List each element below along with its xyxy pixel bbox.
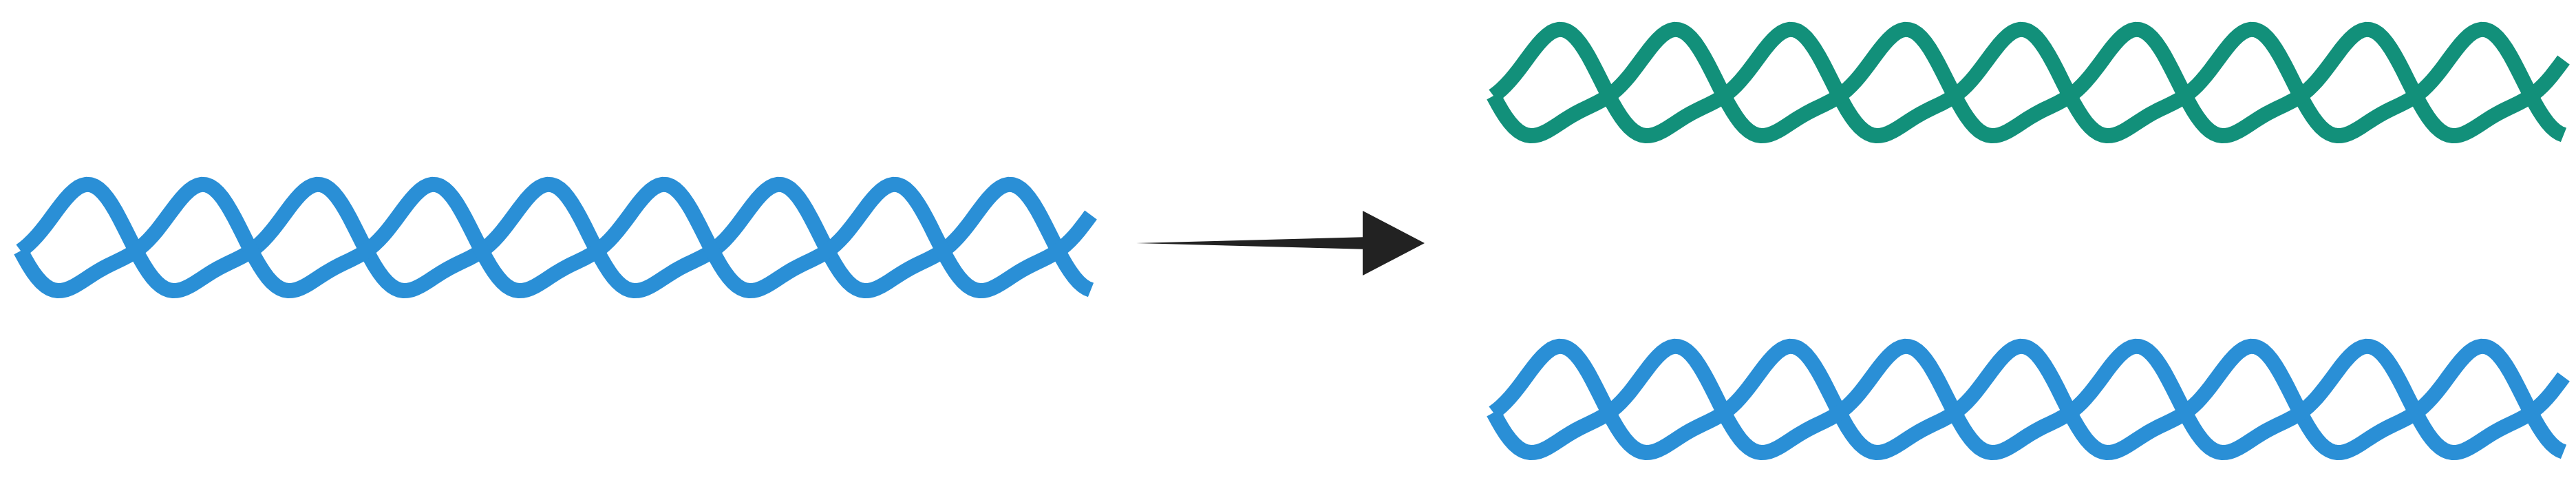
replication-arrow: [1136, 211, 1425, 276]
parent-strand-a: [16, 176, 1094, 298]
daughter-dna-helix-top: [1487, 21, 2570, 143]
arrow-shaft: [1136, 237, 1370, 249]
arrow-head: [1363, 211, 1425, 276]
parent-strand-b: [14, 176, 1097, 298]
new-strand-b: [1487, 21, 2570, 143]
template-strand-a: [1489, 338, 2567, 460]
new-strand-a: [1489, 21, 2567, 143]
parent-dna-helix: [14, 176, 1097, 298]
template-strand-b: [1487, 338, 2570, 460]
daughter-dna-helix-bottom: [1487, 338, 2570, 460]
